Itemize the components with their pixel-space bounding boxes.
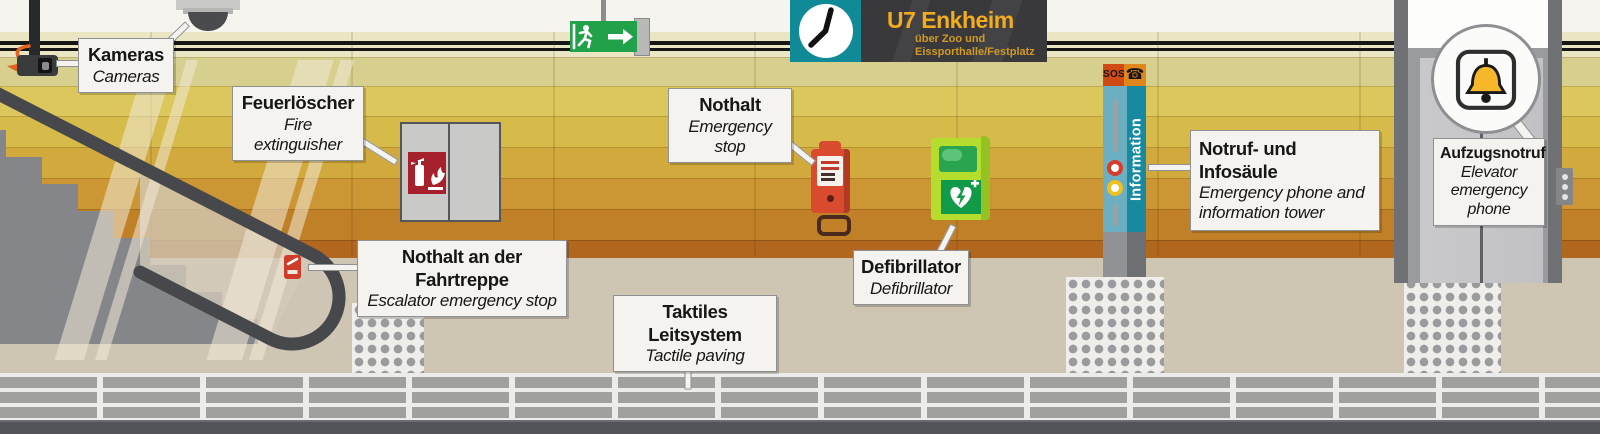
tactile-paving-square	[1066, 277, 1164, 373]
emergency-exit-sign	[570, 21, 637, 52]
dome-camera-mount	[176, 0, 240, 10]
destination-panel: U7 Enkheim über Zoo und Eissporthalle/Fe…	[861, 0, 1047, 62]
edge-tile-row	[0, 377, 1600, 388]
label-nothalt-fahrtreppe: Nothalt an der Fahrtreppe Escalator emer…	[357, 240, 567, 318]
via-line2: Eissporthalle/Festplatz	[915, 46, 1035, 58]
info-button-yellow	[1106, 180, 1123, 196]
phone-icon: ☎	[1125, 66, 1145, 83]
wall-seam	[553, 32, 555, 257]
label-defibrillator: Defibrillator Defibrillator	[853, 250, 969, 305]
escalator-steps	[0, 130, 258, 344]
label-en: Emergency phone and information tower	[1199, 183, 1365, 223]
dome-camera-mount	[183, 8, 233, 14]
escalator-emergency-stop-button	[284, 255, 301, 279]
label-en: Emergency stop	[688, 116, 772, 156]
sos-label: SOS	[1103, 69, 1126, 80]
label-en: Fire extinguisher	[253, 114, 343, 154]
label-de: Taktiles Leitsystem	[648, 301, 742, 345]
box-camera-pole	[29, 0, 40, 58]
via-line1: über Zoo und	[915, 33, 986, 45]
wall-seam	[1157, 32, 1159, 257]
device-sign-panel	[817, 156, 843, 186]
edge-tile-row	[0, 407, 1600, 418]
column-side: Information	[1127, 86, 1146, 232]
track-bed	[0, 420, 1600, 434]
tactile-paving-square	[1404, 277, 1501, 373]
pointer-notruf	[1148, 164, 1193, 171]
clock-icon	[799, 4, 853, 58]
column-base	[1103, 232, 1146, 277]
defib-window	[939, 146, 977, 172]
phone-block: ☎	[1124, 64, 1146, 86]
information-label: Information	[1128, 117, 1144, 201]
label-de: Aufzugsnotruf	[1440, 145, 1546, 162]
defibrillator-icon	[941, 180, 981, 214]
label-de: Nothalt an der Fahrtreppe	[401, 246, 523, 290]
sos-button-red	[1106, 160, 1123, 176]
bell-icon	[1455, 49, 1517, 110]
camera-lens	[38, 58, 52, 73]
label-kameras: Kameras Cameras	[78, 38, 174, 93]
elevator-frame-left	[1394, 0, 1408, 283]
label-de: Notruf- und Infosäule	[1199, 138, 1297, 182]
label-de: Kameras	[87, 44, 165, 65]
line-destination: U7 Enkheim	[887, 7, 1014, 33]
fire-extinguisher-icon	[411, 158, 445, 190]
clock-panel	[790, 0, 861, 62]
dome-camera	[188, 12, 228, 31]
label-taktiles-leitsystem: Taktiles Leitsystem Tactile paving	[613, 295, 777, 373]
device-handle	[817, 215, 851, 236]
label-en: Cameras	[92, 66, 160, 86]
label-notruf-infosaeule: Notruf- und Infosäule Emergency phone an…	[1190, 130, 1380, 232]
wall-seam	[150, 32, 152, 257]
label-nothalt: Nothalt Emergency stop	[668, 88, 792, 163]
label-en: Tactile paving	[645, 346, 745, 366]
label-aufzugsnotruf: Aufzugsnotruf Elevator emergency phone	[1433, 138, 1546, 227]
label-de: Defibrillator	[861, 256, 961, 277]
label-feuerloescher: Feuerlöscher Fire extinguisher	[232, 86, 364, 161]
alarm-bell-magnifier	[1431, 24, 1541, 134]
sos-block: SOS	[1103, 64, 1126, 86]
fire-extinguisher-cabinet	[400, 122, 501, 222]
elevator-frame-right	[1548, 0, 1562, 283]
elevator-call-panel	[1556, 168, 1573, 205]
label-de: Nothalt	[699, 94, 761, 115]
edge-tile-row	[0, 392, 1600, 403]
column-front	[1103, 86, 1127, 232]
box-camera	[17, 55, 58, 76]
arrow-right-icon	[608, 29, 633, 45]
fire-extinguisher-sign	[408, 152, 446, 194]
label-en: Escalator emergency stop	[367, 291, 557, 311]
running-man-icon	[572, 23, 593, 50]
label-en: Defibrillator	[869, 278, 953, 298]
pointer-fahrtreppe	[308, 264, 360, 271]
label-en: Elevator emergency phone	[1450, 163, 1528, 219]
exit-sign-rod	[601, 0, 606, 23]
label-de: Feuerlöscher	[241, 92, 355, 113]
